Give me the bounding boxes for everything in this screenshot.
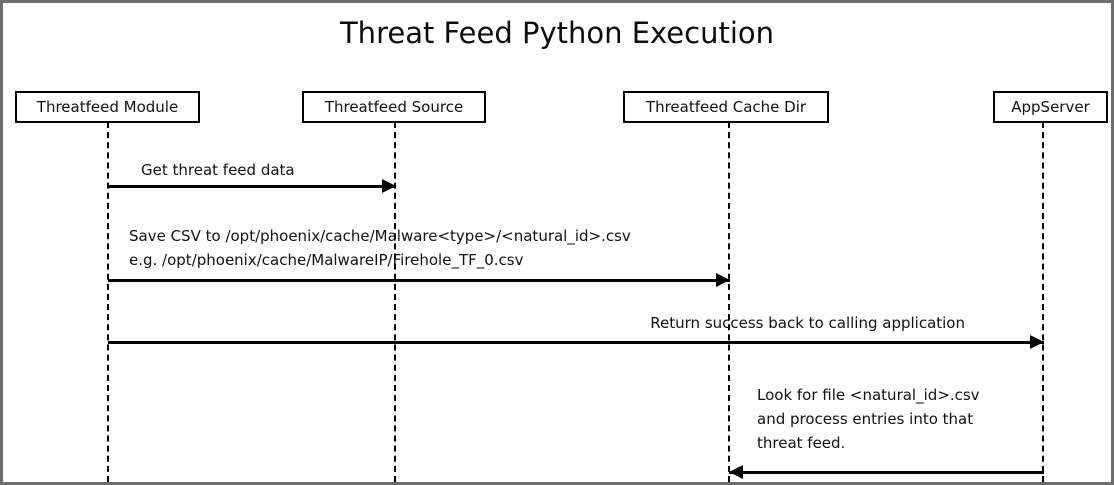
participant-threatfeed-module[interactable]: Threatfeed Module	[15, 91, 200, 123]
lifeline-threatfeed-cache-dir	[728, 122, 730, 482]
participant-appserver[interactable]: AppServer	[993, 91, 1108, 123]
message-label-save-csv: Save CSV to /opt/phoenix/cache/Malware<t…	[129, 227, 631, 269]
lifeline-threatfeed-source	[394, 122, 396, 482]
message-label-get-threat-feed-data: Get threat feed data	[141, 161, 295, 179]
participant-threatfeed-source[interactable]: Threatfeed Source	[302, 91, 486, 123]
message-line-get-threat-feed-data	[108, 185, 396, 188]
arrowhead-left-icon	[729, 465, 743, 479]
page-title: Threat Feed Python Execution	[339, 16, 775, 50]
message-line-look-for-file	[729, 471, 1044, 474]
participant-label: Threatfeed Cache Dir	[645, 97, 807, 116]
arrowhead-right-icon	[716, 273, 730, 287]
participant-label: AppServer	[1011, 97, 1090, 116]
lifeline-appserver	[1042, 122, 1044, 482]
lifeline-threatfeed-module	[107, 122, 109, 482]
message-line-return-success	[108, 341, 1044, 344]
message-label-look-for-file: Look for file <natural_id>.csv and proce…	[757, 386, 980, 452]
message-label-return-success: Return success back to calling applicati…	[650, 314, 965, 332]
message-line-save-csv	[108, 279, 730, 282]
participant-threatfeed-cache-dir[interactable]: Threatfeed Cache Dir	[623, 91, 829, 123]
participant-label: Threatfeed Source	[324, 97, 464, 116]
arrowhead-right-icon	[382, 179, 396, 193]
participant-label: Threatfeed Module	[36, 97, 179, 116]
arrowhead-right-icon	[1030, 335, 1044, 349]
